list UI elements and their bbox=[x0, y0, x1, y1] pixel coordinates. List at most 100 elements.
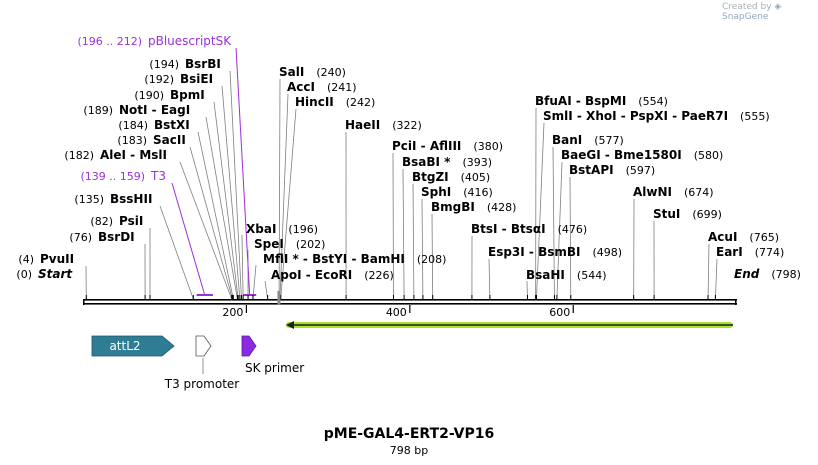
primer-site-label: (139 .. 159) T3 bbox=[80, 169, 166, 183]
enzyme-name: PsiI bbox=[119, 214, 143, 228]
enzyme-site-label: PciI - AflIII (380) bbox=[392, 139, 503, 153]
primer-range: (139 .. 159) bbox=[80, 170, 145, 183]
enzyme-position: (580) bbox=[694, 149, 724, 162]
watermark-brand: SnapGene bbox=[722, 12, 769, 22]
enzyme-position: (196) bbox=[288, 223, 318, 236]
enzyme-site-label: ApoI - EcoRI(226) bbox=[271, 268, 394, 282]
enzyme-site-line bbox=[412, 183, 415, 300]
enzyme-position: (189) bbox=[83, 104, 113, 117]
primer-name: pBluescriptSK bbox=[148, 34, 232, 48]
primer-line bbox=[235, 47, 251, 296]
enzyme-site-line bbox=[221, 85, 241, 300]
enzyme-site-line bbox=[179, 161, 233, 300]
enzyme-name: SacII bbox=[153, 133, 186, 147]
enzyme-name: BfuAI - BspMI bbox=[535, 94, 626, 108]
enzyme-site-line bbox=[707, 243, 710, 300]
enzyme-position: (226) bbox=[364, 269, 394, 282]
enzyme-name: PciI - AflIII bbox=[392, 139, 461, 153]
enzyme-name: BanI bbox=[552, 133, 582, 147]
enzyme-site-line bbox=[159, 205, 194, 300]
enzyme-site-label: BaeGI - Bme1580I (580) bbox=[561, 148, 723, 162]
enzyme-site-label: AleI - MslI(182) bbox=[64, 148, 167, 162]
enzyme-name: End bbox=[734, 267, 760, 281]
enzyme-site-label: XbaI(196) bbox=[246, 222, 318, 236]
ruler-tick-label: 200 bbox=[222, 306, 243, 319]
enzyme-site-line bbox=[205, 116, 238, 300]
enzyme-site-label: MflI * - BstYI - BamHI(208) bbox=[263, 252, 446, 266]
enzyme-name: HaeII bbox=[345, 118, 380, 132]
enzyme-position: (597) bbox=[626, 164, 656, 177]
enzyme-name: BaeGI - Bme1580I bbox=[561, 148, 682, 162]
enzyme-name: NotI - EagI bbox=[119, 103, 190, 117]
enzyme-site-label: BssHII(135) bbox=[74, 192, 152, 206]
enzyme-site-label: SphI(416) bbox=[421, 185, 493, 199]
enzyme-position: (240) bbox=[316, 66, 346, 79]
enzyme-site-line bbox=[189, 146, 233, 300]
enzyme-site-label: EarI (774) bbox=[716, 245, 784, 259]
enzyme-site-label: SalI (240) bbox=[279, 65, 346, 79]
enzyme-name: BsrBI bbox=[185, 57, 221, 71]
enzyme-site-line bbox=[280, 108, 297, 300]
enzyme-name: BsaHI bbox=[526, 268, 565, 282]
backbone-left-end bbox=[83, 299, 85, 305]
enzyme-position: (0) bbox=[16, 268, 32, 281]
enzyme-site-label: Start (0) bbox=[16, 267, 73, 281]
enzyme-site-label: BtsI - BtsαI(476) bbox=[471, 222, 587, 236]
enzyme-position: (208) bbox=[417, 253, 447, 266]
enzyme-name: BstAPI bbox=[569, 163, 614, 177]
enzyme-name: AlwNI bbox=[633, 185, 672, 199]
map-title: pME-GAL4-ERT2-VP16 bbox=[323, 426, 495, 442]
t3-promoter-label: T3 promoter bbox=[164, 377, 240, 391]
enzyme-site-line bbox=[488, 258, 491, 300]
enzyme-site-line bbox=[552, 146, 555, 300]
enzyme-site-label: BsiEI(192) bbox=[144, 72, 213, 86]
enzyme-site-label: BsrBI (194) bbox=[149, 57, 220, 71]
enzyme-name: Start bbox=[38, 267, 73, 281]
enzyme-site-label: Esp3I - BsmBI(498) bbox=[488, 245, 622, 259]
enzyme-site-label: SacII (183) bbox=[117, 133, 185, 147]
ruler-tick-label: 600 bbox=[549, 306, 570, 319]
enzyme-site-line bbox=[431, 213, 434, 300]
enzyme-site-line bbox=[279, 93, 289, 300]
enzyme-site-label: BsaHI(544) bbox=[526, 268, 607, 282]
enzyme-site-line bbox=[278, 78, 281, 300]
sk-primer-label: SK primer bbox=[245, 361, 304, 375]
snapgene-logo-icon: ◈ bbox=[774, 2, 782, 12]
primer-name: T3 bbox=[150, 169, 166, 183]
enzyme-position: (416) bbox=[463, 186, 493, 199]
attl2-feature-label: attL2 bbox=[109, 339, 140, 353]
enzyme-site-label: BmgBI(428) bbox=[431, 200, 516, 214]
enzyme-site-label: PvuII (4) bbox=[18, 252, 74, 266]
enzyme-position: (774) bbox=[755, 246, 785, 259]
enzyme-site-label: HaeII(322) bbox=[345, 118, 422, 132]
enzyme-name: SalI bbox=[279, 65, 304, 79]
enzyme-site-line bbox=[229, 70, 242, 300]
enzyme-position: (699) bbox=[692, 208, 722, 221]
enzyme-position: (4) bbox=[18, 253, 34, 266]
watermark-prefix: Created by bbox=[722, 2, 772, 12]
enzyme-position: (380) bbox=[473, 140, 503, 153]
enzyme-position: (194) bbox=[149, 58, 179, 71]
enzyme-site-label: SpeI(202) bbox=[254, 237, 325, 251]
enzyme-position: (405) bbox=[461, 171, 491, 184]
enzyme-site-line bbox=[536, 122, 545, 300]
enzyme-site-line bbox=[569, 176, 572, 300]
enzyme-name: PvuII bbox=[40, 252, 74, 266]
enzyme-site-label: StuI(699) bbox=[653, 207, 722, 221]
attl2-feature-arrow bbox=[91, 335, 175, 357]
enzyme-site-label: BsrDI(76) bbox=[69, 230, 134, 244]
enzyme-name: HincII bbox=[295, 95, 334, 109]
enzyme-site-line bbox=[252, 264, 257, 300]
enzyme-position: (183) bbox=[117, 134, 147, 147]
enzyme-site-label: BstXI(184) bbox=[118, 118, 189, 132]
map-size: 798 bp bbox=[389, 444, 429, 457]
enzyme-site-line bbox=[213, 101, 239, 300]
primer-line bbox=[171, 182, 206, 296]
enzyme-position: (393) bbox=[462, 156, 492, 169]
enzyme-name: EarI bbox=[716, 245, 743, 259]
enzyme-site-label: End(798) bbox=[734, 267, 801, 281]
enzyme-name: AccI bbox=[287, 80, 315, 94]
enzyme-position: (190) bbox=[134, 89, 164, 102]
enzyme-position: (192) bbox=[144, 73, 174, 86]
